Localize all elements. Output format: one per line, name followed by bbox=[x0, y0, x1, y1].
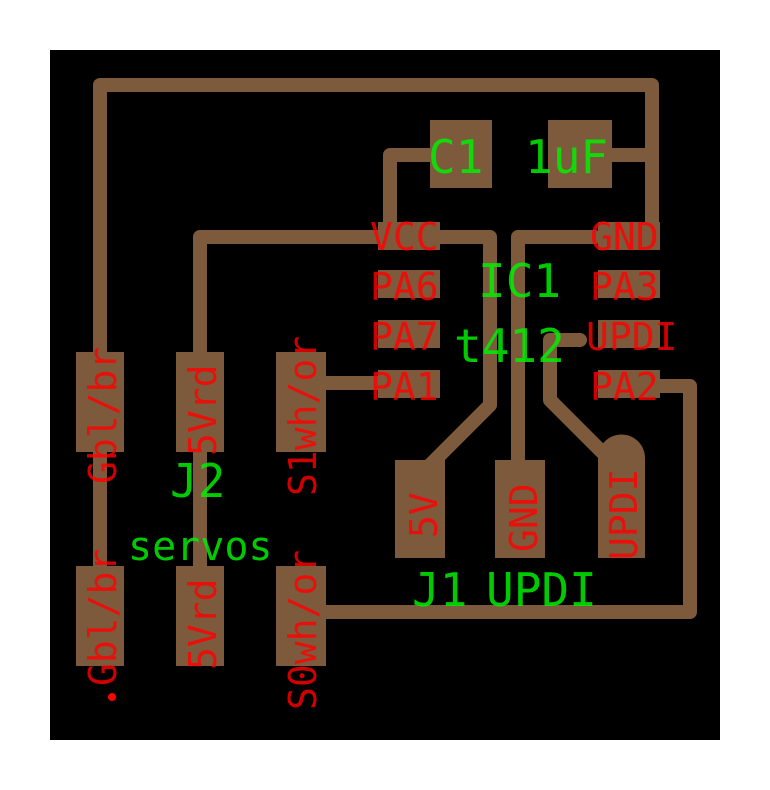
reference-labels: C1 1uF IC1 t412 J1 UPDI J2 servos bbox=[128, 130, 608, 617]
pin-label-vcc: VCC bbox=[370, 215, 439, 259]
pin-label-j1-gnd: GND bbox=[502, 483, 546, 552]
pin-label-j1-updi: UPDI bbox=[602, 468, 646, 560]
j1-ref: J1 bbox=[412, 563, 467, 617]
pin-label-5vrd-bottom: 5Vrd bbox=[181, 578, 225, 670]
j2-ref: J2 bbox=[170, 454, 225, 508]
pin-label-pa3: PA3 bbox=[590, 265, 659, 309]
trace-vcc-5v bbox=[193, 230, 387, 627]
pin-label-pa1: PA1 bbox=[370, 365, 439, 409]
pin-label-pa7: PA7 bbox=[370, 315, 439, 359]
j2-value: servos bbox=[128, 524, 273, 570]
ic1-value: t412 bbox=[454, 319, 565, 373]
trace-pa2-s0 bbox=[293, 379, 697, 619]
trace-gnd-j1 bbox=[511, 230, 602, 477]
ic1-pin-labels: VCC PA6 PA7 PA1 GND PA3 UPDI PA2 bbox=[370, 215, 678, 409]
pads bbox=[76, 120, 660, 666]
pin1-marker bbox=[108, 693, 116, 701]
j1-pin-labels: 5V GND UPDI bbox=[402, 468, 646, 560]
pin-label-s0: S0wh/or bbox=[281, 550, 325, 710]
c1-value: 1uF bbox=[525, 130, 608, 184]
pin-label-5vrd-top: 5Vrd bbox=[181, 364, 225, 456]
c1-ref: C1 bbox=[428, 130, 483, 184]
pin-label-gnd-bottom: Gbl/br bbox=[81, 549, 125, 686]
pin-label-pa6: PA6 bbox=[370, 265, 439, 309]
trace-c1-vcc bbox=[383, 148, 447, 244]
pin-label-5v: 5V bbox=[402, 492, 446, 538]
j2-pin-labels: Gbl/br 5Vrd S1wh/or Gbl/br 5Vrd S0wh/or bbox=[81, 336, 325, 710]
j1-value: UPDI bbox=[486, 563, 597, 617]
pin-label-updi: UPDI bbox=[586, 315, 678, 359]
pin-label-gnd-top: Gbl/br bbox=[81, 347, 125, 484]
trace-updi bbox=[543, 333, 622, 472]
pin-label-s1: S1wh/or bbox=[281, 336, 325, 496]
pin-label-pa2: PA2 bbox=[590, 365, 659, 409]
ic1-ref: IC1 bbox=[478, 254, 561, 308]
pin-label-gnd: GND bbox=[590, 215, 659, 259]
